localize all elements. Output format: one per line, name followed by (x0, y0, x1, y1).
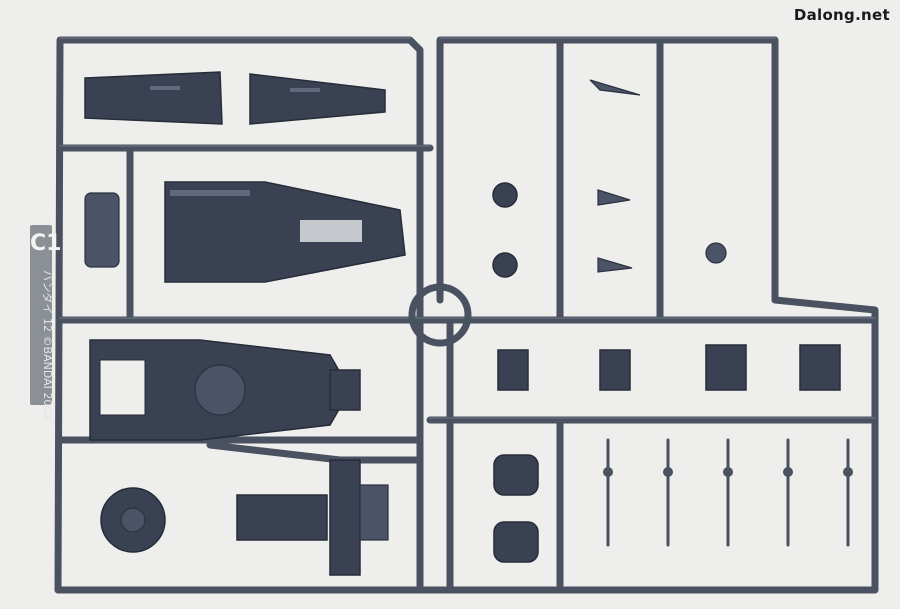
sprue-code-tag: C1 (30, 225, 61, 405)
part-mechanism-block (236, 459, 389, 576)
part-wheel-hubs (493, 454, 539, 563)
part-antenna-rods (603, 438, 853, 547)
sprue-code-label: C1 (30, 231, 61, 256)
part-fuselage-upper (164, 181, 406, 283)
part-hinge-assemblies (497, 344, 841, 391)
part-round-base (100, 487, 166, 553)
sprue-side-text: バンダイ 12 ©BANDAI 2002 (41, 270, 55, 420)
part-fuselage-lower (89, 339, 361, 441)
part-landing-gear-group (492, 79, 727, 278)
watermark-text: Dalong.net (793, 6, 890, 24)
part-nacelle-left (84, 71, 223, 125)
part-canopy (84, 192, 120, 268)
part-nacelle-right (249, 73, 386, 125)
sprue-frame (54, 36, 879, 594)
